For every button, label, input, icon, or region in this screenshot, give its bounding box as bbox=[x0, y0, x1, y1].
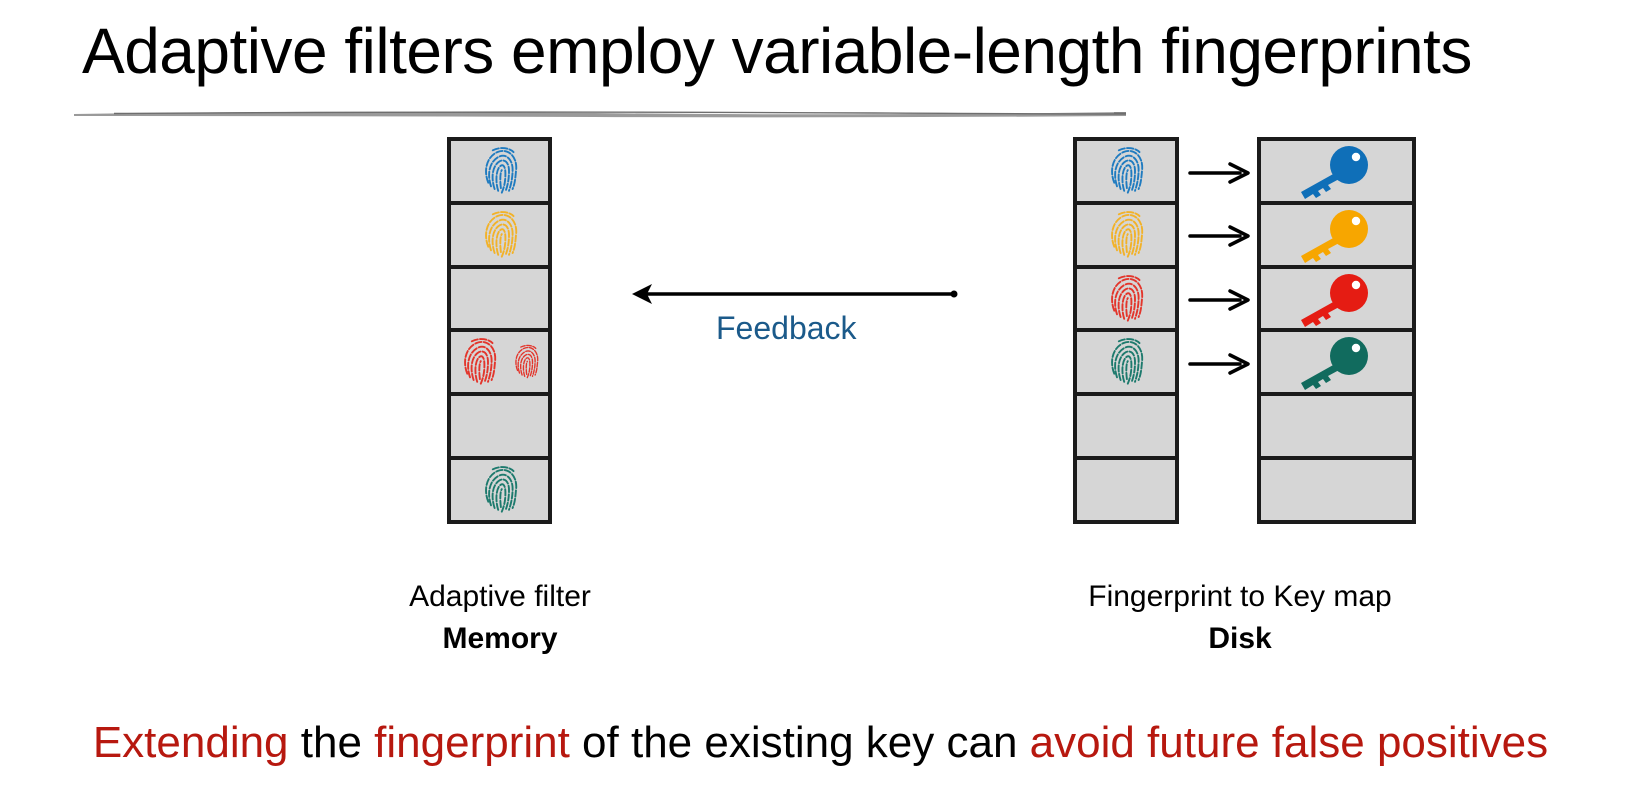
filter-slot bbox=[451, 141, 548, 201]
filter-caption: Adaptive filter Memory bbox=[380, 576, 620, 660]
map-caption-storage: Disk bbox=[1208, 622, 1272, 655]
fingerprint-icon bbox=[461, 336, 497, 388]
statement-extending: Extending bbox=[92, 718, 289, 767]
right-arrow-icon bbox=[1188, 289, 1250, 311]
fingerprint-slot bbox=[1077, 396, 1175, 457]
statement-fingerprint: fingerprint bbox=[374, 718, 570, 767]
filter-caption-title: Adaptive filter bbox=[409, 580, 591, 613]
key-slot bbox=[1261, 460, 1412, 520]
key-slot bbox=[1261, 141, 1412, 201]
fingerprint-icon bbox=[1108, 209, 1144, 261]
adaptive-filter-table bbox=[447, 137, 552, 524]
fingerprint-slot bbox=[1077, 460, 1175, 520]
takeaway-statement: Extending the fingerprint of the existin… bbox=[0, 718, 1641, 768]
key-icon bbox=[1301, 207, 1373, 263]
key-slot bbox=[1261, 204, 1412, 265]
statement-the: the bbox=[288, 718, 375, 767]
statement-middle: of the existing key can bbox=[569, 718, 1030, 767]
map-caption: Fingerprint to Key map Disk bbox=[1040, 576, 1440, 660]
fingerprint-icon bbox=[482, 209, 518, 261]
right-arrow-icon bbox=[1188, 353, 1250, 375]
filter-slot bbox=[451, 460, 548, 520]
key-icon bbox=[1301, 271, 1373, 327]
right-arrow-icon bbox=[1188, 161, 1250, 184]
filter-slot bbox=[451, 268, 548, 329]
filter-slot bbox=[451, 396, 548, 457]
map-caption-title: Fingerprint to Key map bbox=[1088, 580, 1392, 613]
filter-slot bbox=[451, 204, 548, 265]
fingerprint-icon bbox=[1108, 336, 1144, 388]
right-arrow-icon bbox=[1188, 225, 1250, 248]
key-icon bbox=[1301, 334, 1373, 390]
slide-title: Adaptive filters employ variable-length … bbox=[82, 15, 1472, 87]
fingerprint-slot bbox=[1077, 204, 1175, 265]
fingerprint-slot bbox=[1077, 268, 1175, 329]
key-slot bbox=[1261, 396, 1412, 457]
fingerprint-slot bbox=[1077, 141, 1175, 201]
fingerprint-slot bbox=[1077, 332, 1175, 393]
fingerprint-icon bbox=[482, 464, 518, 516]
fingerprint-column bbox=[1073, 137, 1179, 524]
fingerprint-icon bbox=[482, 145, 518, 197]
fingerprint-icon bbox=[1108, 273, 1144, 325]
feedback-label: Feedback bbox=[716, 310, 857, 346]
fingerprint-icon bbox=[513, 342, 539, 382]
filter-caption-storage: Memory bbox=[442, 622, 558, 655]
key-column bbox=[1257, 137, 1416, 524]
filter-slot bbox=[451, 332, 548, 393]
title-underline bbox=[74, 111, 1126, 118]
key-slot bbox=[1261, 268, 1412, 329]
statement-avoid: avoid future false positives bbox=[1029, 718, 1549, 767]
feedback-arrow-icon bbox=[632, 284, 958, 304]
key-slot bbox=[1261, 332, 1412, 393]
fingerprint-icon bbox=[1108, 145, 1144, 197]
key-icon bbox=[1301, 143, 1373, 199]
